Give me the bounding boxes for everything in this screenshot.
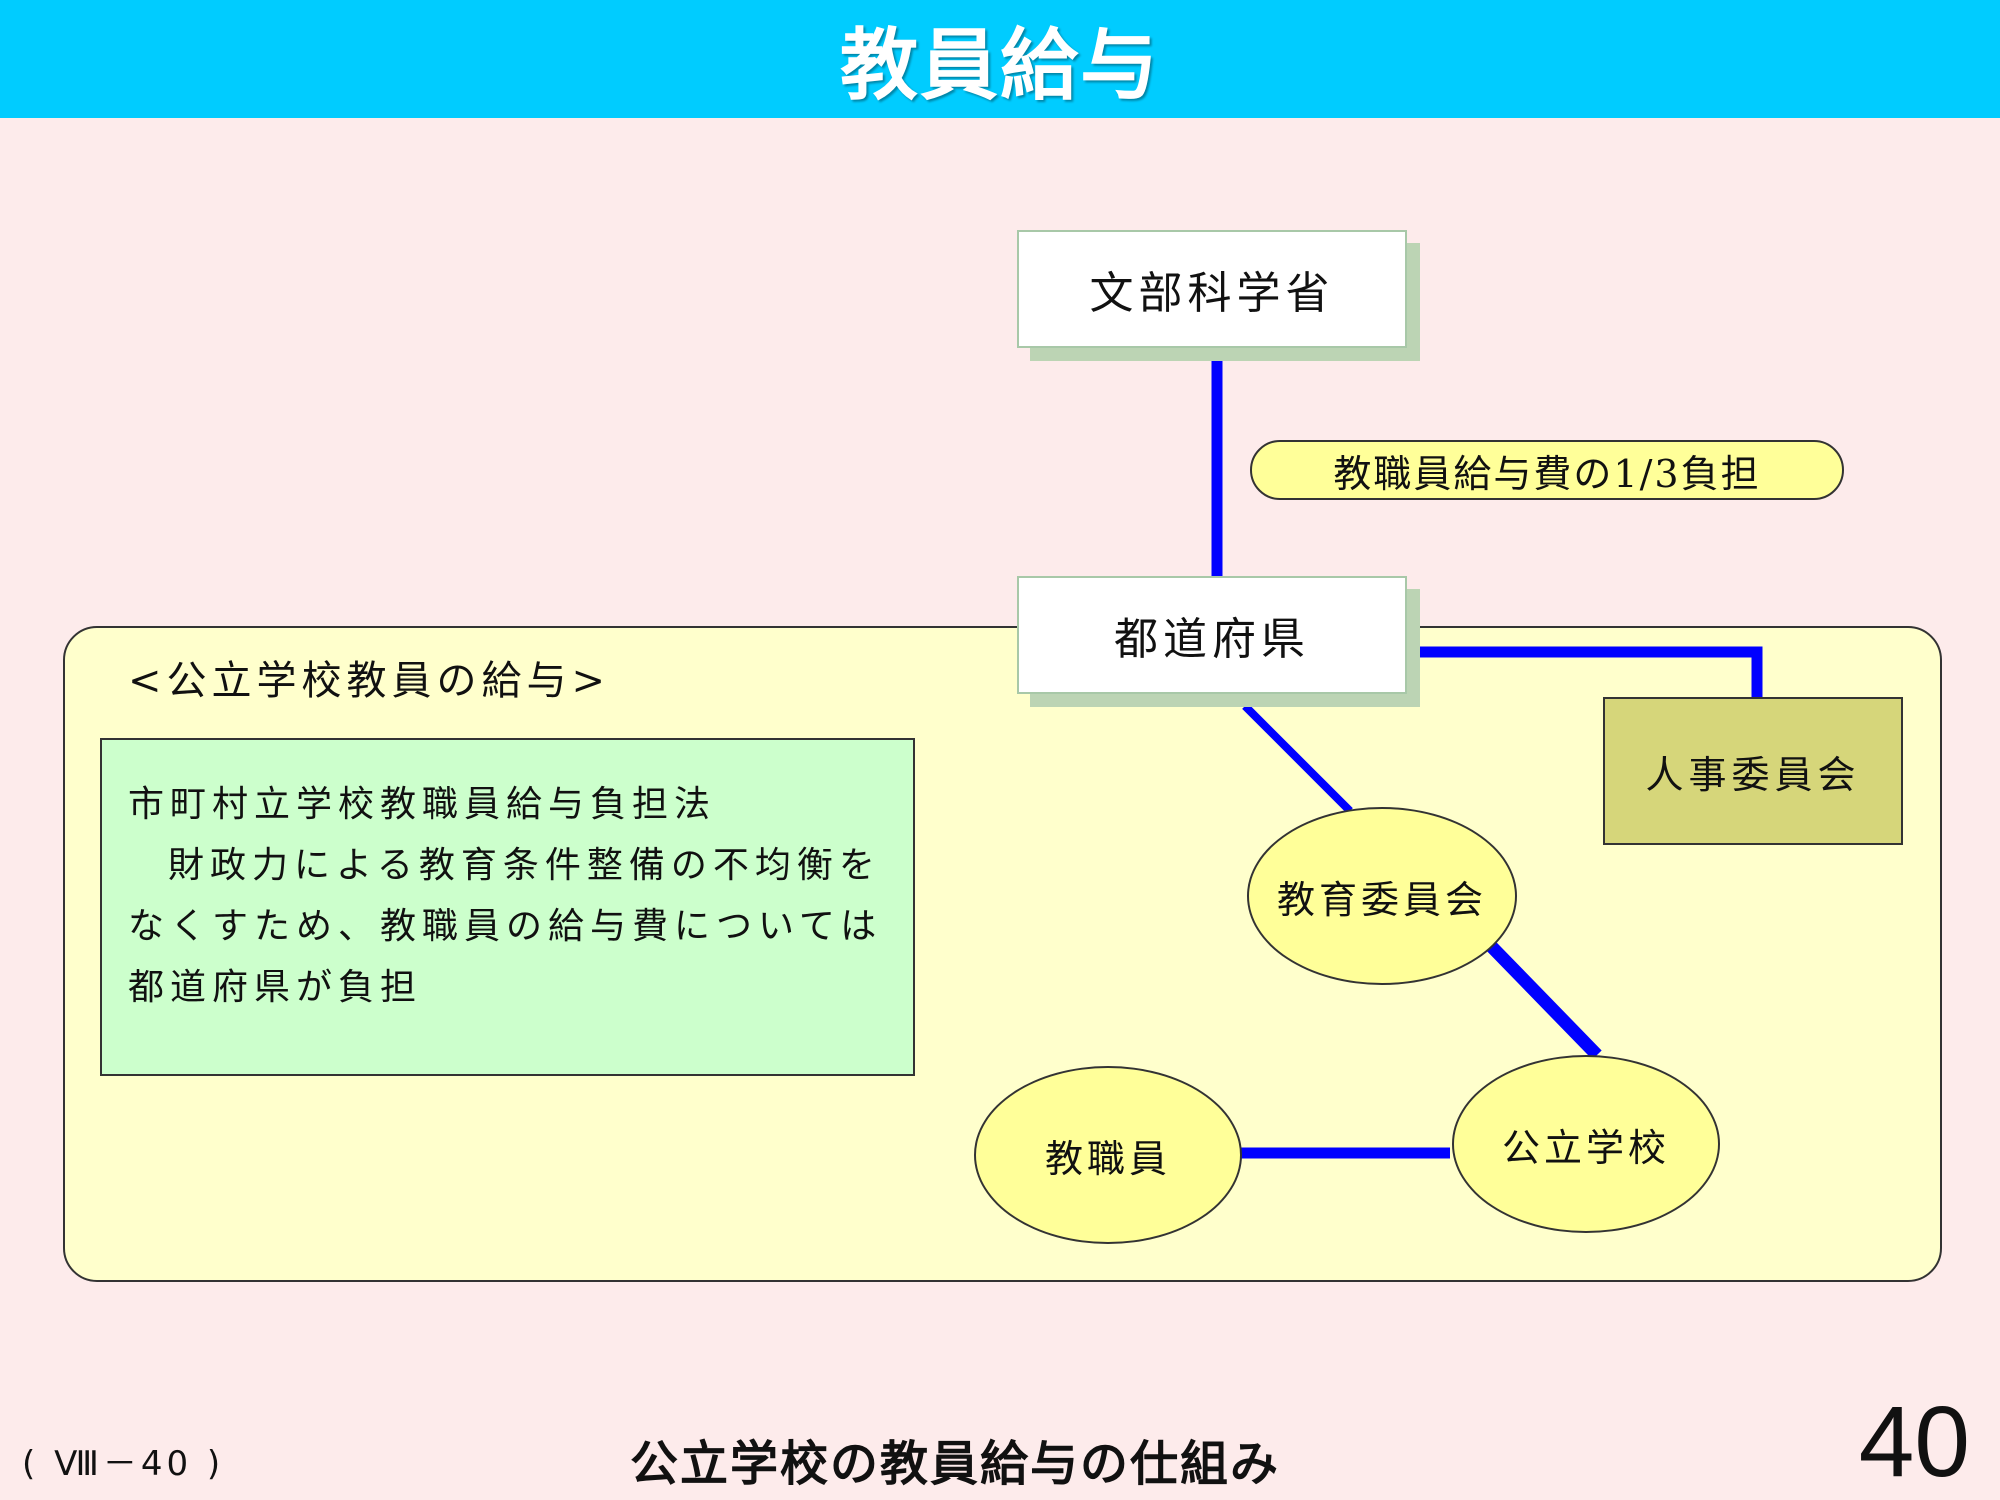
burden-label: 教職員給与費の1/3負担 [1333, 451, 1761, 496]
slide-code: ( Ⅷ－40 ) [22, 1444, 225, 1484]
teaching-staff-ellipse: 教職員 [974, 1066, 1242, 1244]
edge-prefecture-personnel [1405, 646, 1763, 703]
edge-prefecture-board [1242, 703, 1353, 814]
personnel-committee-box: 人事委員会 [1603, 697, 1903, 845]
prefecture-label: 都道府県 [1114, 614, 1310, 665]
ministry-label: 文部科学省 [1089, 268, 1335, 319]
law-line-3: なくすため、教職員の給与費については [128, 906, 883, 947]
region-title: <公立学校教員の給与> [128, 658, 611, 704]
slide-footer-title: 公立学校の教員給与の仕組み [629, 1436, 1280, 1492]
public-school-ellipse: 公立学校 [1452, 1055, 1720, 1233]
board-of-education-label: 教育委員会 [1276, 877, 1487, 922]
law-line-4: 都道府県が負担 [128, 967, 423, 1008]
edge-board-school [1485, 940, 1602, 1060]
board-of-education-ellipse: 教育委員会 [1247, 807, 1517, 985]
personnel-committee-label: 人事委員会 [1645, 752, 1861, 797]
ministry-box: 文部科学省 [1017, 230, 1407, 348]
prefecture-box: 都道府県 [1017, 576, 1407, 694]
page-number: 40 [1858, 1386, 1970, 1498]
law-line-1: 市町村立学校教職員給与負担法 [128, 784, 717, 825]
header-bar: 教員給与 [0, 0, 2000, 118]
law-line-2: 財政力による教育条件整備の不均衡を [168, 845, 881, 886]
law-description-box: 市町村立学校教職員給与負担法 財政力による教育条件整備の不均衡を なくすため、教… [100, 738, 915, 1076]
page-title: 教員給与 [839, 21, 1160, 111]
teaching-staff-label: 教職員 [1044, 1136, 1171, 1181]
burden-label-pill: 教職員給与費の1/3負担 [1250, 440, 1844, 500]
public-school-label: 公立学校 [1501, 1125, 1670, 1170]
